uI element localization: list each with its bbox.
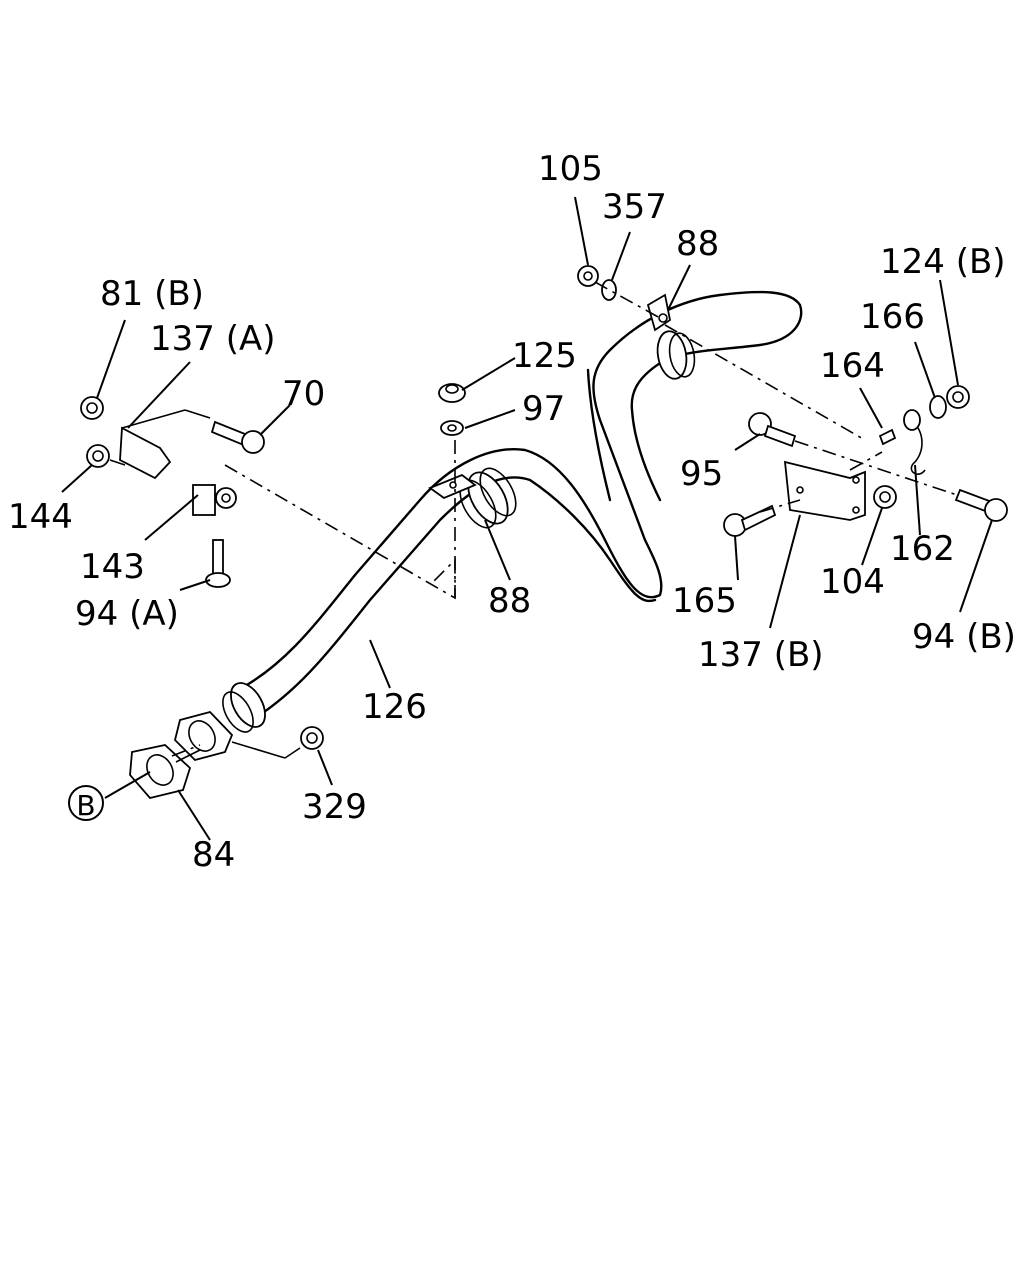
label-97: 97 <box>522 389 565 429</box>
reference-circle-b <box>68 785 104 821</box>
label-70: 70 <box>282 374 325 414</box>
label-104: 104 <box>820 562 885 602</box>
flange-84 <box>129 710 234 800</box>
nut-81b <box>80 396 104 420</box>
label-124b: 124 (B) <box>880 242 1006 282</box>
bracket-137b <box>783 460 866 521</box>
label-95: 95 <box>680 454 723 494</box>
nut-329 <box>300 726 324 750</box>
label-94b: 94 (B) <box>912 617 1016 657</box>
washer-357 <box>601 279 617 301</box>
nut-125 <box>438 383 466 403</box>
washer-97 <box>440 420 464 436</box>
label-144: 144 <box>8 497 73 537</box>
label-b: B <box>76 789 95 822</box>
bolt-94b <box>954 488 1008 522</box>
callout-labels: 105 357 88 124 (B) 81 (B) 137 (A) 70 125… <box>8 149 1016 875</box>
label-137a: 137 (A) <box>150 319 276 359</box>
label-164: 164 <box>820 346 885 386</box>
label-88-mid: 88 <box>488 581 531 621</box>
bracket-137a <box>119 409 211 480</box>
nut-105 <box>577 265 599 287</box>
exhaust-pipe-126 <box>222 290 803 733</box>
rubber-mount-143 <box>192 484 237 516</box>
label-162: 162 <box>890 529 955 569</box>
label-94a: 94 (A) <box>75 594 179 634</box>
label-81b: 81 (B) <box>100 274 204 314</box>
nut-144 <box>86 444 126 468</box>
bolt-94a <box>205 539 231 588</box>
pipe-hanger-bracket <box>428 473 477 500</box>
label-137b: 137 (B) <box>698 635 824 675</box>
leader-lines <box>61 196 993 841</box>
assembly-lines <box>171 281 961 759</box>
label-126: 126 <box>362 687 427 727</box>
label-165: 165 <box>672 581 737 621</box>
label-125: 125 <box>512 336 577 376</box>
bolt-70 <box>210 420 265 454</box>
nut-104 <box>873 485 897 509</box>
rubber-hanger-162 <box>903 409 926 475</box>
label-357: 357 <box>602 187 667 227</box>
label-166: 166 <box>860 297 925 337</box>
nut-124b <box>946 385 970 409</box>
label-329: 329 <box>302 787 367 827</box>
washer-166 <box>929 395 947 419</box>
label-143: 143 <box>80 547 145 587</box>
label-84: 84 <box>192 835 235 875</box>
pin-164 <box>878 428 897 446</box>
label-105: 105 <box>538 149 603 189</box>
label-88-top: 88 <box>676 224 719 264</box>
bolt-95 <box>748 412 797 448</box>
